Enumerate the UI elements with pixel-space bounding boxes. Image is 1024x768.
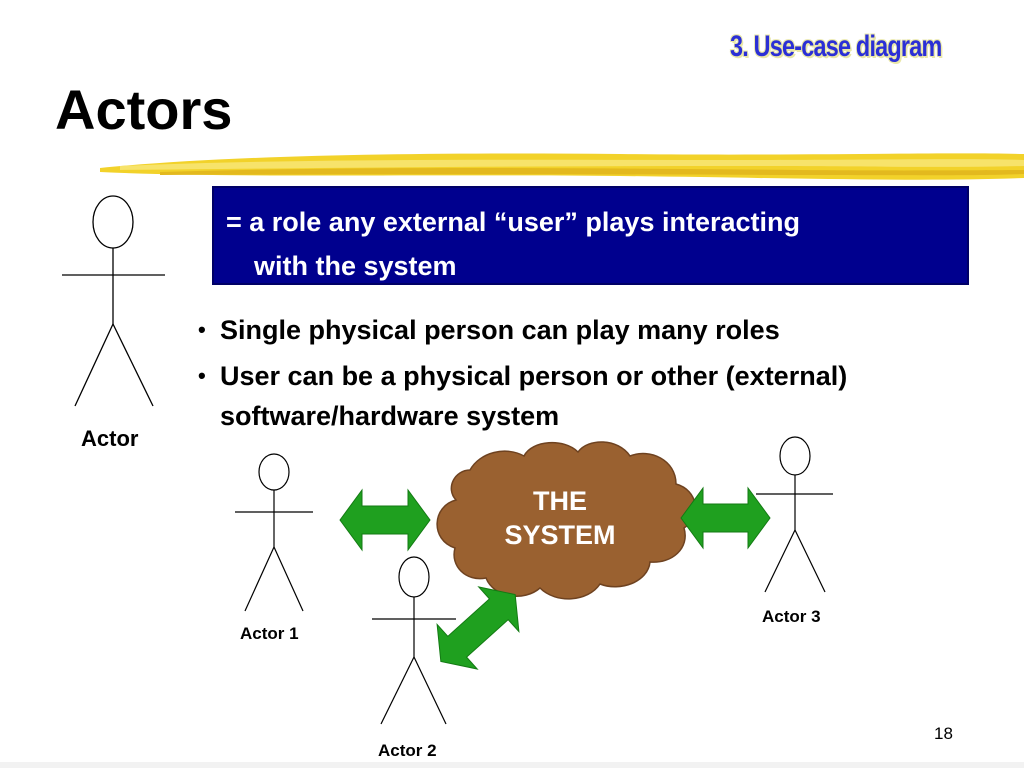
bullet-item: • User can be a physical person or other… <box>198 356 1018 436</box>
bullet-text: Single physical person can play many rol… <box>220 315 780 345</box>
bidirectional-arrow-1 <box>339 488 431 552</box>
bullet-item: • Single physical person can play many r… <box>198 310 1018 350</box>
bullet-continuation-text: software/hardware system <box>220 401 560 431</box>
definition-line-2: with the system <box>254 251 457 281</box>
actor-2-label: Actor 2 <box>378 741 437 760</box>
bidirectional-arrow-3 <box>680 486 771 550</box>
bullet-marker: • <box>198 317 206 342</box>
system-label-line-2: SYSTEM <box>504 520 616 550</box>
actor-1-figure <box>235 453 313 612</box>
actor-3-figure <box>756 436 833 593</box>
title-underline-brush <box>100 153 1024 180</box>
main-actor-label: Actor <box>81 426 139 451</box>
system-cloud <box>436 441 697 600</box>
definition-line-1: = a role any external “user” plays inter… <box>226 207 800 237</box>
bidirectional-arrow-2 <box>436 586 520 670</box>
system-label: THE SYSTEM <box>470 484 650 552</box>
bullet-list: • Single physical person can play many r… <box>198 310 1018 442</box>
definition-box: = a role any external “user” plays inter… <box>212 186 969 285</box>
system-label-line-1: THE <box>533 486 587 516</box>
bullet-text: User can be a physical person or other (… <box>220 361 848 391</box>
actor-2-figure <box>372 556 456 725</box>
bullet-marker: • <box>198 363 206 388</box>
actor-3-label: Actor 3 <box>762 607 821 626</box>
slide-title: Actors <box>55 78 233 141</box>
section-tag: 3. Use-case diagram <box>730 30 942 63</box>
definition-text: = a role any external “user” plays inter… <box>226 200 966 288</box>
bottom-rule <box>0 762 1024 768</box>
actor-1-label: Actor 1 <box>240 624 299 643</box>
main-actor-figure <box>62 195 165 407</box>
page-number: 18 <box>934 724 953 743</box>
